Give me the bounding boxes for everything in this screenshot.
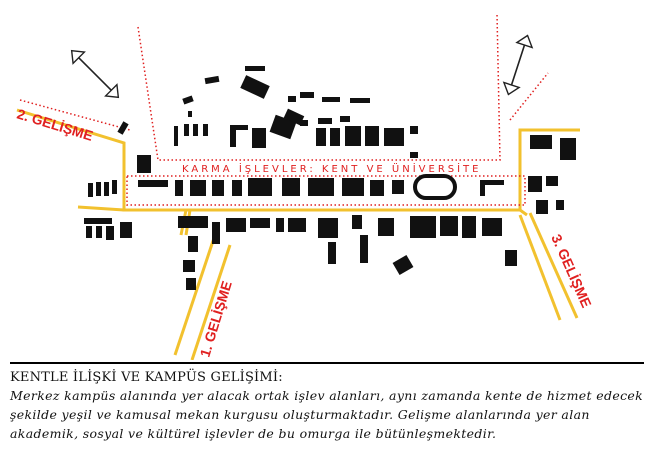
building-footprints <box>84 66 576 290</box>
caption-body: Merkez kampüs alanında yer alacak ortak … <box>10 388 644 441</box>
road-network <box>16 108 580 360</box>
double-arrow-icon <box>502 34 534 96</box>
growth-2-label: 2. GELİŞME <box>15 106 95 144</box>
growth-1-label: 1. GELİŞME <box>197 279 235 359</box>
figure-caption: KENTLE İLİŞKİ VE KAMPÜS GELİŞİMİ: Merkez… <box>10 362 644 443</box>
mixed-use-zone-label: KARMA İŞLEVLER: KENT VE ÜNİVERSİTE <box>182 162 482 175</box>
campus-site-plan: 2. GELİŞME 1. GELİŞME 3. GELİŞME KARMA İ… <box>15 13 595 360</box>
double-arrow-icon <box>70 49 120 99</box>
zone-boundaries <box>19 13 549 206</box>
caption-title: KENTLE İLİŞKİ VE KAMPÜS GELİŞİMİ: <box>10 370 283 385</box>
stadium-track <box>413 174 457 200</box>
